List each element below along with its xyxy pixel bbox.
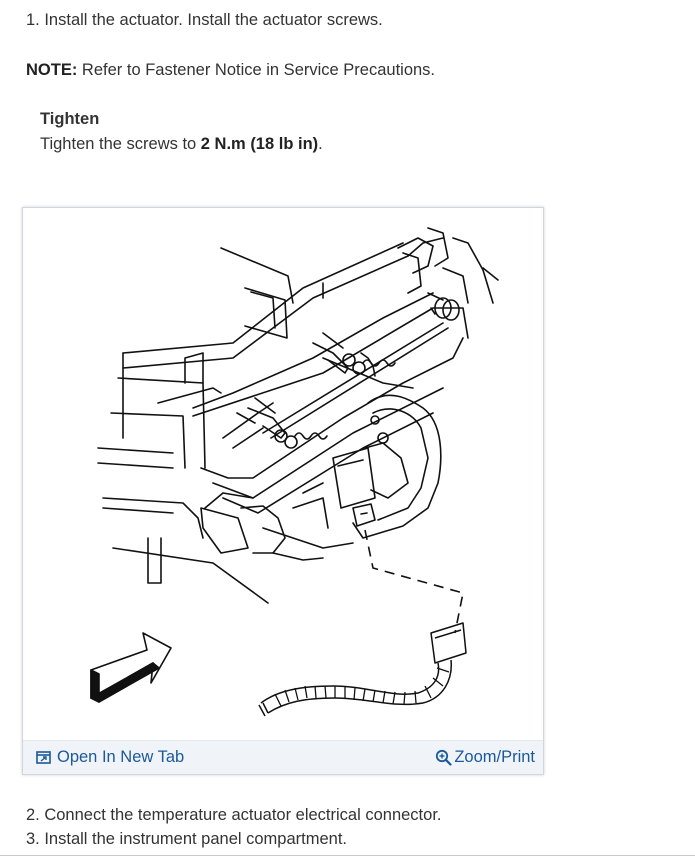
zoom-print-label: Zoom/Print bbox=[454, 748, 535, 766]
step-3-text: 3. Install the instrument panel compartm… bbox=[26, 830, 347, 848]
zoom-magnifier-icon bbox=[436, 749, 452, 766]
note-label: NOTE: bbox=[26, 61, 78, 79]
note-text: Refer to Fastener Notice in Service Prec… bbox=[77, 61, 436, 79]
tighten-spec: Tighten the screws to 2 N.m (18 lb in). bbox=[40, 135, 323, 154]
figure-panel: Open In New Tab Zoom/Print bbox=[22, 207, 544, 775]
zoom-print-link[interactable]: Zoom/Print bbox=[435, 748, 535, 767]
note-line: NOTE: Refer to Fastener Notice in Servic… bbox=[26, 60, 435, 80]
actuator-diagram[interactable] bbox=[23, 208, 543, 741]
tighten-prefix: Tighten the screws to bbox=[40, 135, 201, 153]
step-1-text: 1. Install the actuator. Install the act… bbox=[26, 11, 383, 29]
figure-toolbar: Open In New Tab Zoom/Print bbox=[23, 740, 543, 774]
torque-value: 2 N.m (18 lb in) bbox=[200, 135, 319, 153]
open-in-new-tab-link[interactable]: Open In New Tab bbox=[36, 748, 184, 767]
bottom-divider bbox=[0, 855, 695, 856]
open-new-tab-icon bbox=[36, 751, 51, 764]
step-2-text: 2. Connect the temperature actuator elec… bbox=[26, 806, 442, 824]
open-in-new-tab-label: Open In New Tab bbox=[57, 748, 185, 766]
tighten-suffix: . bbox=[318, 135, 323, 153]
tighten-title: Tighten bbox=[40, 110, 100, 128]
